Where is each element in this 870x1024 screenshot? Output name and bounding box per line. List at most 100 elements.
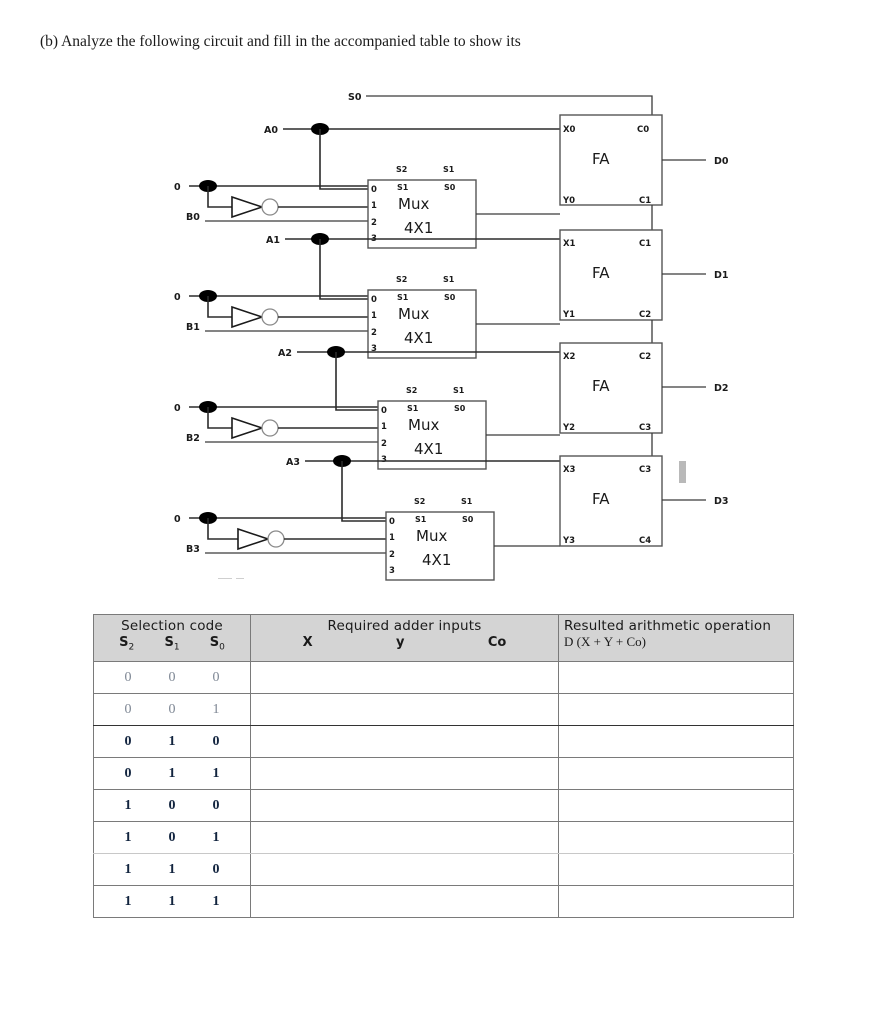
cell-resulted-operation[interactable] <box>558 789 794 822</box>
mux-select-s2: S2 <box>396 165 407 174</box>
label-d1: D1 <box>714 270 729 281</box>
cell-resulted-operation[interactable] <box>558 821 794 854</box>
cell-resulted-operation[interactable] <box>558 853 794 886</box>
mux-input-0: 0 <box>371 295 377 305</box>
header-selection-code-label: Selection code <box>121 618 223 634</box>
mux-input-0: 0 <box>371 185 377 195</box>
row-bits: 0 0 1 <box>94 702 250 718</box>
cell-selection-code[interactable]: 0 0 1 <box>93 693 251 726</box>
stage-1: A1 0 B1 S2 S1 S1 S0 0 1 2 3 Mux 4X1 X1 Y… <box>174 229 729 359</box>
subscript-0: 0 <box>219 642 225 653</box>
cell-selection-code[interactable]: 1 0 0 <box>93 789 251 822</box>
mux-title: Mux <box>416 527 447 545</box>
label-d2: D2 <box>714 383 729 394</box>
fa-input-x1: X1 <box>563 239 576 249</box>
cell-adder-inputs[interactable] <box>250 757 559 790</box>
bit-s1: 0 <box>168 829 176 845</box>
stage-3: A3 0 B3 S2 S1 S1 S0 0 1 2 3 Mux 4X1 X3 Y… <box>174 455 729 581</box>
table-row[interactable]: 1 1 1 <box>93 885 794 918</box>
cell-selection-code[interactable]: 0 0 0 <box>93 661 251 694</box>
header-required-adder-inputs: Required adder inputs X y Co <box>250 614 559 662</box>
mux-subtitle: 4X1 <box>404 219 433 237</box>
bit-s1: 0 <box>168 797 176 813</box>
fa-input-y3: Y3 <box>562 536 575 546</box>
bit-s2: 1 <box>124 893 132 909</box>
cell-adder-inputs[interactable] <box>250 885 559 918</box>
mux-input-1: 1 <box>389 533 395 543</box>
cell-resulted-operation[interactable] <box>558 757 794 790</box>
mux-box <box>367 179 477 249</box>
stage-0: A0 0 B0 S2 S1 S1 S0 0 1 2 3 Mux 4X1 X0 Y… <box>174 114 729 249</box>
fa-carry-in-c0: C0 <box>637 125 649 135</box>
cell-adder-inputs[interactable] <box>250 821 559 854</box>
mux-input-2: 2 <box>381 439 387 449</box>
fa-title: FA <box>592 264 610 282</box>
fa-input-y2: Y2 <box>562 423 575 433</box>
not-bubble <box>267 530 285 548</box>
not-gate <box>231 416 265 440</box>
fa-title: FA <box>592 150 610 168</box>
header-adder-inputs-label: Required adder inputs <box>327 618 482 634</box>
bit-s2: 0 <box>124 733 132 749</box>
bit-s1: 1 <box>168 893 176 909</box>
cell-adder-inputs[interactable] <box>250 853 559 886</box>
fa-carry-out-c1: C1 <box>639 196 651 206</box>
mux-input-1: 1 <box>371 311 377 321</box>
label-b3: B3 <box>186 544 200 555</box>
header-bit-s2: S2 <box>119 635 135 653</box>
mux-select-s1: S1 <box>461 497 473 506</box>
cell-selection-code[interactable]: 0 1 0 <box>93 725 251 758</box>
table-row[interactable]: 1 0 1 <box>93 821 794 854</box>
table-row[interactable]: 1 0 0 <box>93 789 794 822</box>
row-bits: 1 0 0 <box>94 798 250 814</box>
subscript-2: 2 <box>128 642 135 653</box>
bit-s1: 1 <box>168 861 176 877</box>
truth-table: Selection code S2 S1 S0 Required adder i… <box>93 614 794 918</box>
table-row[interactable]: 0 0 0 <box>93 661 794 694</box>
cell-selection-code[interactable]: 1 1 1 <box>93 885 251 918</box>
mux-inner-s1: S1 <box>397 183 409 192</box>
cell-selection-code[interactable]: 1 0 1 <box>93 821 251 854</box>
label-const-0: 0 <box>174 182 181 193</box>
subscript-1: 1 <box>173 642 180 653</box>
cell-resulted-operation[interactable] <box>558 693 794 726</box>
mux-title: Mux <box>398 305 429 323</box>
scan-artifact <box>679 461 686 483</box>
row-bits: 1 1 0 <box>94 862 250 878</box>
label-a2: A2 <box>278 348 292 359</box>
cell-resulted-operation[interactable] <box>558 885 794 918</box>
mux-inner-s1: S1 <box>407 404 419 413</box>
mux-inner-s0: S0 <box>444 183 456 192</box>
mux-select-s1: S1 <box>443 165 455 174</box>
bit-s2: 1 <box>124 861 132 877</box>
not-bubble <box>261 198 279 216</box>
cell-selection-code[interactable]: 1 1 0 <box>93 853 251 886</box>
header-bit-s1: S1 <box>164 635 180 653</box>
fa-input-x2: X2 <box>563 352 576 362</box>
cell-selection-code[interactable]: 0 1 1 <box>93 757 251 790</box>
fa-carry-out-c2: C2 <box>639 310 651 320</box>
cell-resulted-operation[interactable] <box>558 661 794 694</box>
not-gate <box>237 527 271 551</box>
mux-subtitle: 4X1 <box>414 440 443 458</box>
scan-artifact <box>218 578 232 579</box>
cell-adder-inputs[interactable] <box>250 725 559 758</box>
header-selection-bits: S2 S1 S0 <box>94 634 250 653</box>
table-row[interactable]: 0 1 0 <box>93 725 794 758</box>
mux-input-2: 2 <box>371 218 377 228</box>
bit-s2: 0 <box>124 765 132 781</box>
label-d3: D3 <box>714 496 729 507</box>
mux-title: Mux <box>408 416 439 434</box>
fa-input-y1: Y1 <box>562 310 575 320</box>
cell-adder-inputs[interactable] <box>250 661 559 694</box>
label-b0: B0 <box>186 212 200 223</box>
fa-carry-out-c4: C4 <box>639 536 651 546</box>
table-row[interactable]: 1 1 0 <box>93 853 794 886</box>
table-row[interactable]: 0 1 1 <box>93 757 794 790</box>
cell-adder-inputs[interactable] <box>250 693 559 726</box>
bit-s2: 1 <box>124 797 132 813</box>
cell-resulted-operation[interactable] <box>558 725 794 758</box>
mux-inner-s0: S0 <box>454 404 466 413</box>
cell-adder-inputs[interactable] <box>250 789 559 822</box>
table-row[interactable]: 0 0 1 <box>93 693 794 726</box>
